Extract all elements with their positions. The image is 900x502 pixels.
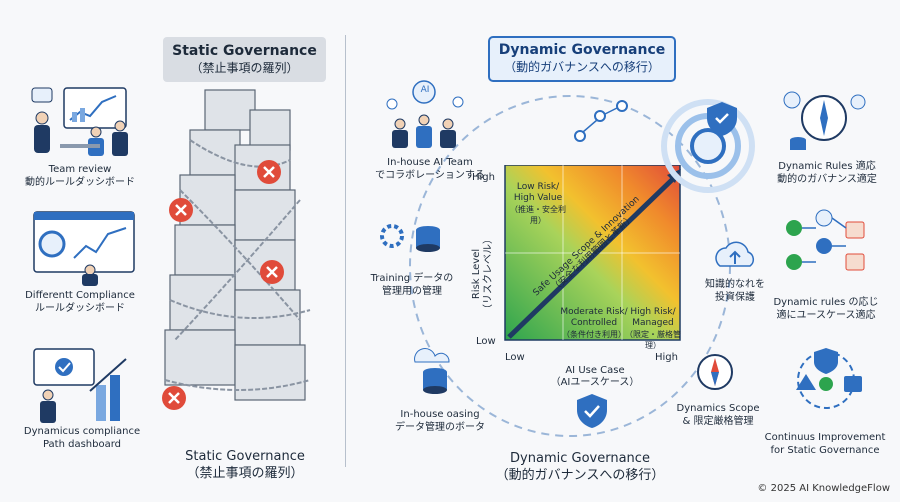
left-item-3: Dynamicus compliance Path dashboard (23, 426, 141, 450)
document-tower-illustration (164, 89, 311, 401)
x-axis-label: AI Use Case （AIユースケース） (550, 365, 640, 388)
right-left-item-2: Training データの 管理用の管理 (370, 273, 454, 297)
far-right-item-3: Continuus Improvement for Static Governa… (764, 432, 886, 456)
team-review-illustration (31, 87, 128, 156)
training-data-illustration (380, 224, 440, 252)
rules-flow-illustration (786, 209, 865, 271)
y-axis-high: High (472, 172, 495, 183)
prohibited-icon-2 (169, 198, 193, 222)
dynamic-bottom-caption: Dynamic Governance （動的ガバナンスへの移行） (495, 451, 665, 483)
cloud-upload-icon (715, 241, 754, 267)
quadrant-low-risk: Low Risk/ High Value （推進・安全利用） (510, 182, 566, 225)
quadrant-high-risk: High Risk/ Managed （限定・厳格管理） (625, 307, 681, 350)
far-right-item-1: Dynamic Rules 適応 動的のガバナンス適定 (777, 161, 877, 185)
left-item-2: Differentt Compliance ルールダッシボード (25, 290, 135, 314)
risk-matrix (504, 165, 681, 341)
shield-check-icon (577, 394, 607, 428)
panel-divider (345, 35, 346, 467)
dynamic-subtitle: （動的ガバナンスへの移行） (504, 60, 660, 74)
right-left-item-3: In-house oasing データ管理のボータ (395, 409, 485, 433)
database-cloud-illustration (414, 348, 450, 394)
y-axis-label: Risk Level （リスクレベル） (471, 234, 494, 314)
prohibited-icon-1 (257, 160, 281, 184)
ai-team-illustration (386, 80, 464, 148)
ai-badge-label: AI (420, 85, 430, 95)
target-shield-illustration (661, 99, 755, 193)
right-left-item-1: In-house AI Team でコラボレーションする (375, 157, 485, 181)
prohibited-icon-4 (162, 386, 186, 410)
mid-right-item-1: 知識的なれを 投資保護 (705, 279, 765, 303)
shield-icon (707, 102, 737, 136)
x-axis-low: Low (505, 352, 525, 363)
x-axis-high: High (655, 352, 678, 363)
compliance-path-illustration (33, 348, 127, 423)
static-subtitle: （禁止事項の羅列） (190, 61, 299, 75)
dynamic-governance-badge: Dynamic Governance （動的ガバナンスへの移行） (488, 36, 676, 82)
static-title: Static Governance (172, 43, 317, 59)
dynamic-title: Dynamic Governance (498, 42, 666, 58)
left-item-1: Team review 動的ルールダッシボード (25, 164, 135, 188)
static-bottom-caption: Static Governance （禁止事項の羅列） (185, 449, 305, 481)
mid-right-item-2: Dynamics Scope & 限定厳格管理 (676, 403, 760, 427)
network-nodes-icon (574, 100, 628, 142)
y-axis-low: Low (476, 336, 496, 347)
far-right-item-2: Dynamic rules の応じ 適にユースケース適応 (773, 297, 879, 321)
continuous-improvement-illustration (796, 348, 862, 409)
compliance-dashboard-illustration (33, 211, 135, 286)
prohibited-icon-3 (260, 260, 284, 284)
static-governance-badge: Static Governance （禁止事項の羅列） (163, 37, 326, 82)
compass-icon (697, 354, 733, 390)
dynamic-rules-illustration (783, 91, 866, 150)
quadrant-moderate-risk: Moderate Risk/ Controlled （条件付き利用） (560, 307, 628, 339)
copyright-footer: © 2025 AI KnowledgeFlow (757, 483, 890, 494)
